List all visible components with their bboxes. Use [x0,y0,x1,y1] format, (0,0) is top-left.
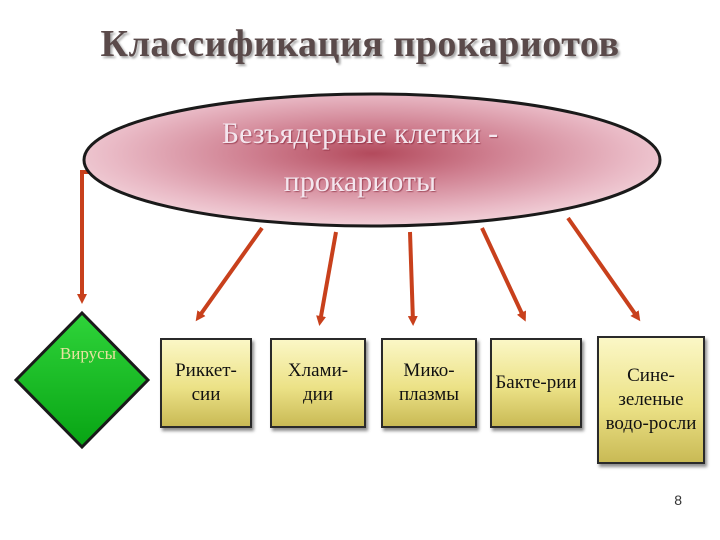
root-label-line-1: Безъядерные клетки - [221,117,499,150]
box-mycoplasmas: Мико-плазмы [381,338,477,428]
root-label-line-2: прокариоты [283,165,437,198]
viruses-label: Вирусы [59,344,117,363]
arrow-to-chlamydiae [316,231,338,326]
box-bacteria-label: Бакте-рии [495,372,577,393]
arrow-to-bacteria [480,227,526,322]
box-cyanobacteria: Сине-зеленые водо-росли [597,336,705,464]
box-rickettsiae-label: Риккет-сии [175,360,237,405]
arrow-to-mycoplasmas [407,231,418,326]
arrow-to-cyanobacteria [566,216,641,322]
viruses-diamond [13,310,151,450]
box-chlamydiae: Хлами-дии [270,338,366,428]
root-ellipse [82,92,662,228]
box-chlamydiae-label: Хлами-дии [287,360,349,405]
box-mycoplasmas-label: Мико-плазмы [398,360,460,405]
slide-title: Классификация прокариотов [100,23,620,65]
arrow-to-rickettsiae [195,226,264,322]
arrow-to-viruses [77,170,96,304]
box-cyanobacteria-label: Сине-зеленые водо-росли [605,365,697,434]
box-rickettsiae: Риккет-сии [160,338,252,428]
page-number: 8 [674,492,682,508]
box-bacteria: Бакте-рии [490,338,582,428]
root-ellipse-label: Безъядерные клетки - прокариоты [120,110,600,206]
